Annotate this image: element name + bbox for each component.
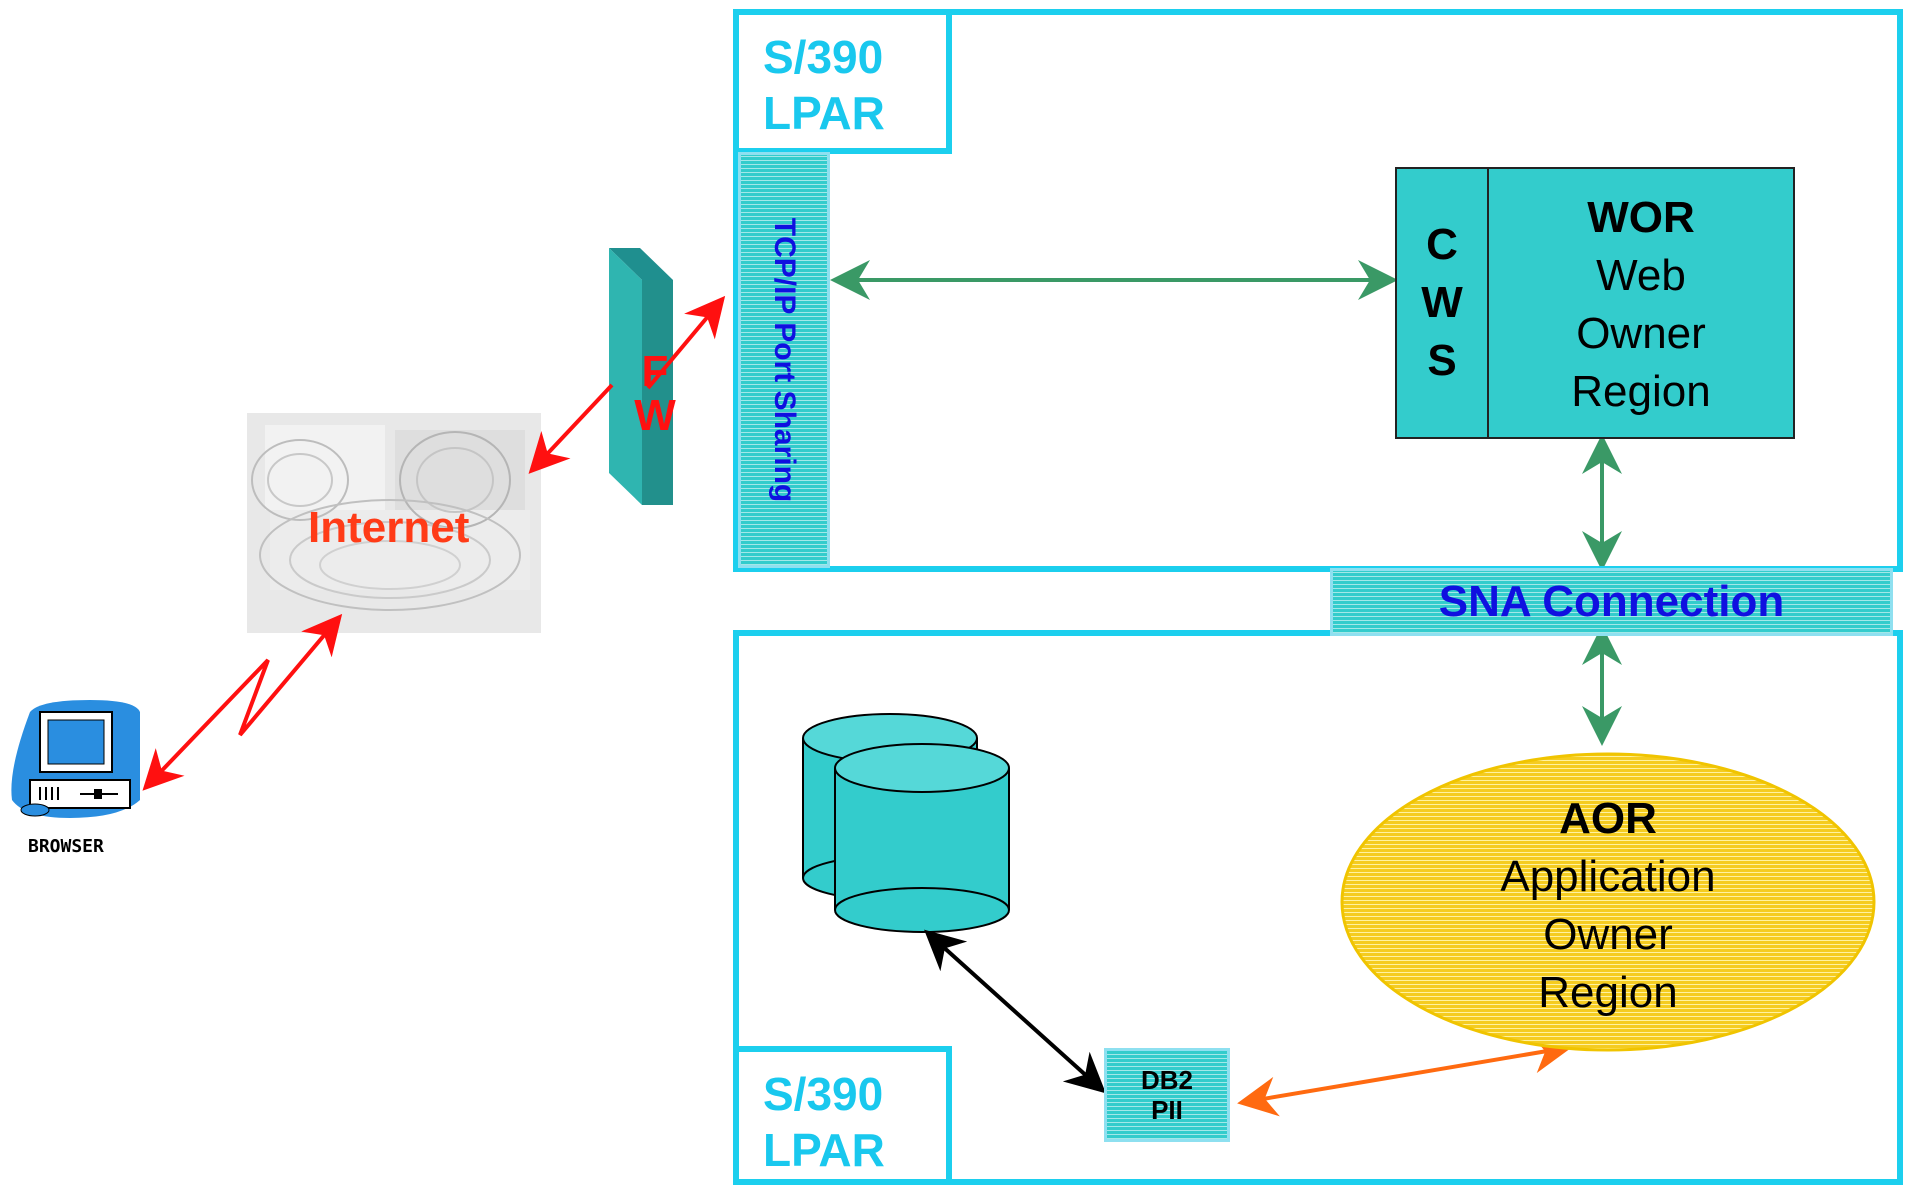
db2-label-line2: PII (1151, 1095, 1183, 1125)
cws-column: C W S (1397, 169, 1489, 437)
lpar-bottom-label-line2: LPAR (763, 1124, 885, 1176)
internet-to-browser-link (142, 613, 343, 791)
lpar-top-label-line2: LPAR (763, 87, 885, 139)
lpar-top-container (733, 9, 1903, 572)
db2-label-line1: DB2 (1140, 1065, 1193, 1095)
browser-label: BROWSER (28, 836, 104, 857)
cws-letter-s: S (1427, 336, 1457, 385)
wor-title: WOR (1587, 193, 1695, 242)
wor-box: C W S WOR Web Owner Region (1395, 167, 1795, 439)
lpar-bottom-label: S/390 LPAR (733, 1046, 952, 1185)
firewall-icon (609, 248, 673, 505)
internet-label: Internet (308, 503, 470, 552)
wor-line-owner: Owner (1576, 309, 1706, 358)
wor-line-web: Web (1596, 251, 1686, 300)
tcpip-port-sharing-label: TCP/IP Port Sharing (768, 217, 801, 503)
aor-line-region: Region (1538, 968, 1678, 1017)
database-to-db2-arrow (924, 929, 1106, 1094)
database-icon (802, 713, 1010, 933)
internet-cloud-icon (247, 413, 541, 633)
db2-pii-box: DB2 PII (1104, 1048, 1230, 1142)
cws-letter-c: C (1426, 220, 1458, 269)
cws-letter-w: W (1421, 278, 1463, 327)
firewall-letter-f: F (641, 347, 669, 396)
fw-to-internet-arrow (528, 383, 614, 474)
lpar-bottom-container (733, 630, 1903, 1185)
aor-line-application: Application (1500, 852, 1716, 901)
sna-connection-label: SNA Connection (1438, 577, 1785, 626)
sna-connection-bar: SNA Connection (1330, 568, 1893, 636)
lpar-bottom-label-line1: S/390 (763, 1068, 884, 1120)
aor-ellipse (1340, 752, 1876, 1052)
firewall-letter-w: W (634, 391, 676, 440)
lpar-top-label-line1: S/390 (763, 31, 884, 83)
firewall-label: F W (630, 350, 680, 438)
wor-line-region: Region (1571, 367, 1711, 416)
wor-text: WOR Web Owner Region (1489, 189, 1793, 421)
db2-to-aor-arrow (1237, 1033, 1573, 1117)
tcpip-port-sharing-bar: TCP/IP Port Sharing (738, 152, 830, 568)
browser-computer-icon (11, 700, 141, 818)
aor-title: AOR (1559, 794, 1657, 843)
lpar-top-label: S/390 LPAR (733, 9, 952, 154)
aor-text: AOR Application Owner Region (1440, 790, 1776, 1022)
fw-to-tcpip-arrow (646, 295, 726, 390)
aor-line-owner: Owner (1543, 910, 1673, 959)
